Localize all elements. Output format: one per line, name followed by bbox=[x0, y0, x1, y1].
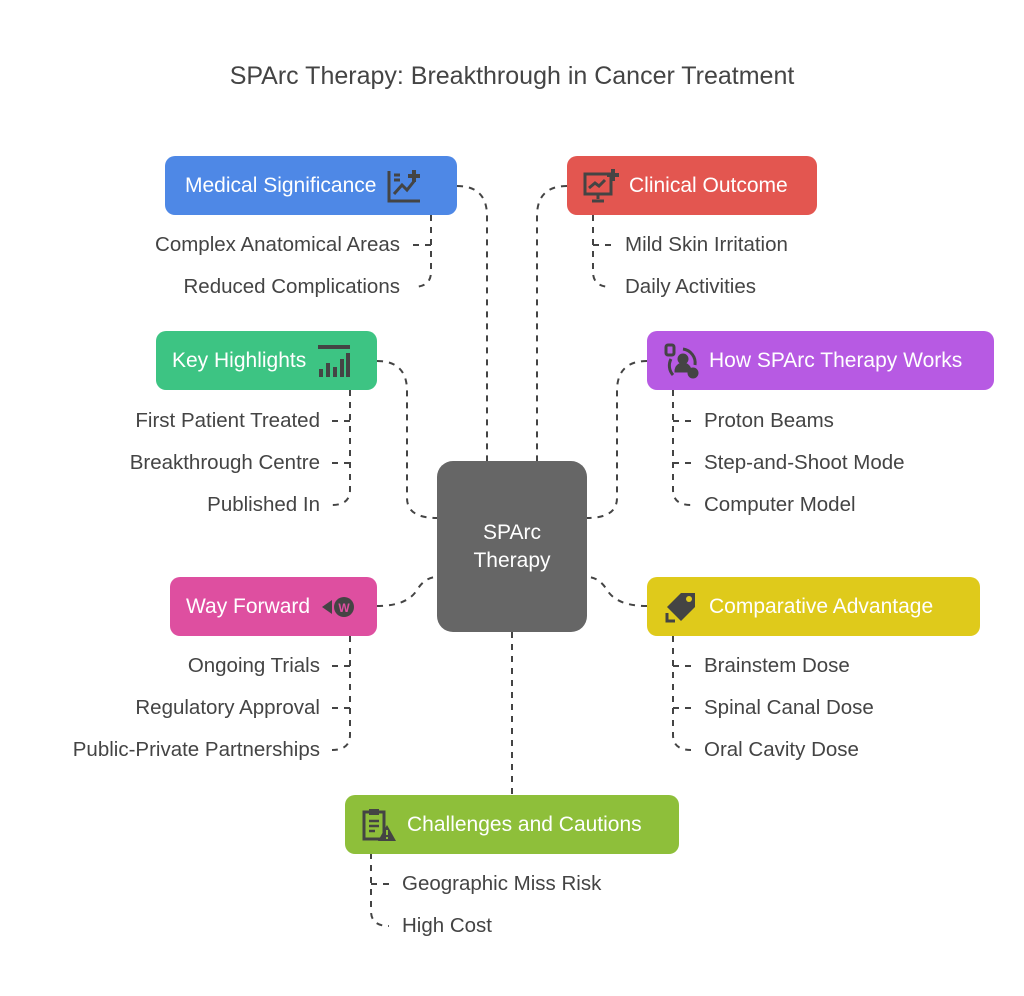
list-item: Oral Cavity Dose bbox=[704, 738, 859, 761]
node-comparative-advantage: Comparative Advantage bbox=[647, 577, 980, 636]
svg-text:W: W bbox=[338, 601, 350, 615]
sublinks-chal bbox=[370, 853, 391, 927]
node-how-sparc-works: How SPArc Therapy Works bbox=[647, 331, 994, 390]
page-title: SPArc Therapy: Breakthrough in Cancer Tr… bbox=[229, 62, 795, 90]
chart-plus-icon bbox=[387, 169, 421, 202]
sublinks-how bbox=[672, 390, 693, 506]
sublinks-key bbox=[330, 390, 351, 506]
list-item: Spinal Canal Dose bbox=[704, 696, 874, 719]
list-item: Published In bbox=[207, 493, 320, 516]
list-item: Breakthrough Centre bbox=[129, 451, 320, 474]
node-label: Medical Significance bbox=[185, 173, 377, 197]
list-item: Regulatory Approval bbox=[135, 696, 320, 719]
list-item: Complex Anatomical Areas bbox=[155, 233, 400, 256]
node-clinical-outcome: Clinical Outcome bbox=[567, 156, 817, 215]
sublinks-comp bbox=[672, 636, 693, 751]
node-medical-significance: Medical Significance bbox=[165, 156, 457, 215]
tag-icon bbox=[665, 592, 695, 622]
node-label: Way Forward bbox=[186, 594, 311, 618]
node-key-highlights: Key Highlights bbox=[156, 331, 377, 390]
sublinks-way bbox=[330, 636, 351, 751]
megaphone-icon: W bbox=[322, 596, 355, 617]
list-item: Mild Skin Irritation bbox=[625, 233, 788, 256]
monitor-plus-icon bbox=[583, 168, 619, 202]
node-label: Clinical Outcome bbox=[629, 173, 788, 197]
node-way-forward: Way Forward W bbox=[170, 577, 377, 636]
center-label-2: Therapy bbox=[473, 548, 551, 572]
list-item: Public-Private Partnerships bbox=[72, 738, 320, 761]
node-label: Key Highlights bbox=[172, 348, 307, 372]
link-medical bbox=[456, 185, 488, 461]
link-comp bbox=[586, 576, 648, 607]
sublinks-medical bbox=[411, 215, 432, 288]
list-item: Daily Activities bbox=[625, 275, 757, 298]
clipboard-warning-icon bbox=[362, 808, 396, 841]
center-label-1: SPArc bbox=[483, 520, 541, 544]
list-item: Step-and-Shoot Mode bbox=[704, 451, 905, 474]
link-key bbox=[376, 360, 438, 519]
node-label: Challenges and Cautions bbox=[407, 812, 642, 836]
link-way bbox=[376, 576, 438, 607]
list-item: Geographic Miss Risk bbox=[402, 872, 602, 895]
list-item: High Cost bbox=[402, 914, 493, 937]
user-cycle-icon bbox=[664, 343, 699, 378]
link-how bbox=[586, 360, 648, 519]
node-label: Comparative Advantage bbox=[709, 594, 934, 618]
list-item: Ongoing Trials bbox=[187, 654, 320, 677]
list-item: Computer Model bbox=[704, 493, 856, 516]
node-challenges-cautions: Challenges and Cautions bbox=[345, 795, 679, 854]
node-label: How SPArc Therapy Works bbox=[709, 348, 963, 372]
bar-chart-icon bbox=[318, 344, 351, 377]
list-item: Reduced Complications bbox=[183, 275, 400, 298]
sublinks-clinical bbox=[592, 215, 613, 288]
link-clinical bbox=[536, 185, 568, 461]
list-item: Brainstem Dose bbox=[704, 654, 850, 677]
list-item: Proton Beams bbox=[704, 409, 834, 432]
list-item: First Patient Treated bbox=[135, 409, 320, 432]
